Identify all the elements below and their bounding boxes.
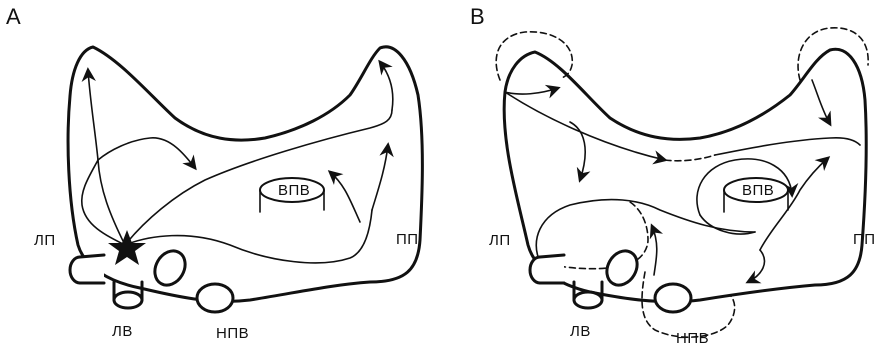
label-left-atrium: ЛП [34, 232, 56, 249]
path-to-lp-appendage [88, 70, 125, 245]
label-right-atrium: ПП [853, 231, 876, 248]
pulmonary-vein-lower [574, 292, 602, 308]
label-ivc: НПВ [216, 325, 249, 342]
path-svc-side [330, 172, 360, 222]
pulmonary-vein-lower [114, 292, 142, 308]
label-right-atrium: ПП [396, 231, 419, 248]
label-pulmonary-vein: ЛВ [112, 323, 133, 340]
path-roof-right [715, 138, 860, 155]
path-lower-right [748, 250, 764, 282]
dashed-upper-mid [665, 155, 715, 161]
panel-letter: A [6, 4, 21, 29]
path-entry [505, 88, 558, 94]
right-pulmonary-vein [149, 245, 191, 290]
svc-ring: ВПВ [260, 178, 324, 212]
label-left-atrium: ЛП [489, 232, 511, 249]
svc-ring: ВПВ [724, 178, 788, 212]
right-pulmonary-vein [601, 245, 643, 290]
path-right-wall [760, 158, 828, 250]
panel-a: A ВПВ ЛП ЛВ Н [6, 4, 422, 342]
atria-outline [68, 47, 422, 301]
vessels-left [70, 245, 233, 312]
path-ivc-up [652, 226, 657, 275]
panel-b: B ВПВ [470, 4, 876, 347]
label-pulmonary-vein: ЛВ [570, 323, 591, 340]
label-svc: ВПВ [742, 182, 774, 199]
path-right-rise [372, 145, 388, 210]
ivc-vessel [197, 284, 233, 312]
path-to-rp-appendage [380, 62, 393, 110]
path-roof [98, 138, 195, 168]
label-ivc: НПВ [676, 330, 709, 347]
label-svc: ВПВ [278, 182, 310, 199]
path-mid [125, 110, 392, 245]
star-icon [108, 230, 146, 265]
ivc-vessel [655, 284, 691, 312]
vessels-right-panel [530, 245, 691, 312]
dashed-loop-icon [496, 32, 572, 80]
path-to-rp-appendage [812, 80, 830, 124]
panel-letter: B [470, 4, 485, 29]
